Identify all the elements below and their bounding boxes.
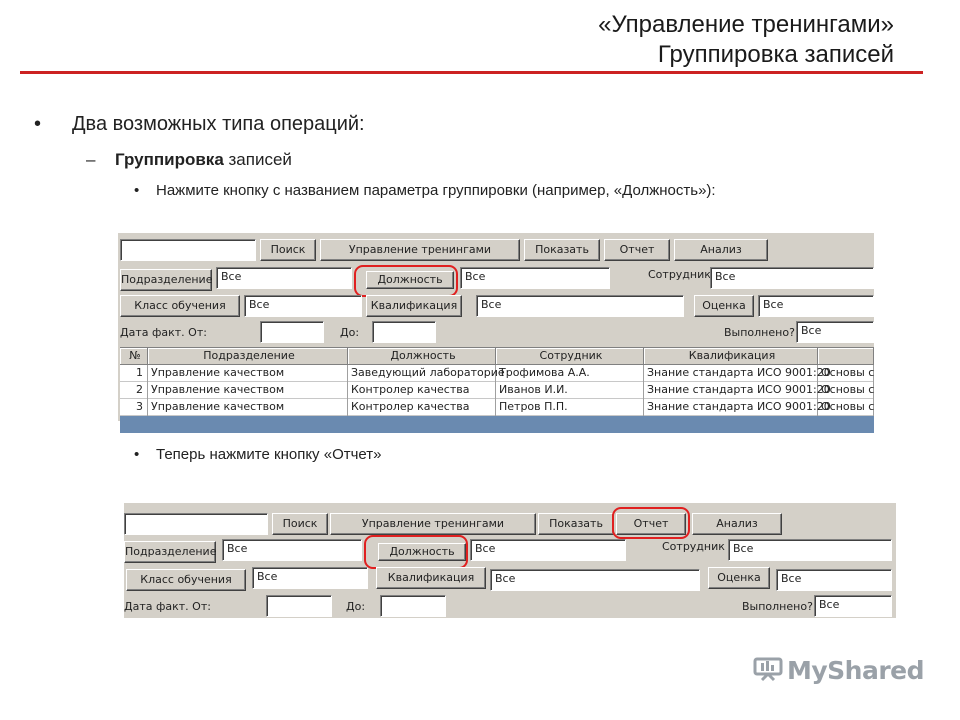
training-class-field[interactable]: Все (244, 295, 362, 317)
tab-training-management[interactable]: Управление тренингами (330, 513, 536, 535)
grid-header-position[interactable]: Должность (348, 348, 496, 365)
table-cell: Основы с (818, 365, 874, 382)
table-cell: Знание стандарта ИСО 9001:20 (644, 382, 831, 399)
slide-title-line2: Группировка записей (657, 41, 894, 68)
analysis-button[interactable]: Анализ (674, 239, 768, 261)
title-divider (20, 71, 923, 74)
qualification-field[interactable]: Все (476, 295, 684, 317)
search-input[interactable] (120, 239, 256, 261)
bullet-mark: • (134, 182, 140, 199)
logo-text: MyShared (786, 656, 925, 685)
position-button[interactable]: Должность (378, 543, 466, 561)
grid-header-number[interactable]: № (120, 348, 148, 365)
employee-label: Сотрудник (648, 268, 711, 281)
grade-button[interactable]: Оценка (708, 567, 770, 589)
date-to-field[interactable] (380, 595, 446, 617)
table-cell: Петров П.П. (496, 399, 644, 416)
table-cell: Управление качеством (148, 382, 348, 399)
table-cell: Контролер качества (348, 382, 496, 399)
training-class-button[interactable]: Класс обучения (126, 569, 246, 591)
search-input[interactable] (124, 513, 268, 535)
completed-label: Выполнено? (724, 326, 795, 339)
qualification-button[interactable]: Квалификация (376, 567, 486, 589)
completed-label: Выполнено? (742, 600, 813, 613)
search-button[interactable]: Поиск (260, 239, 316, 261)
bullet-mark: • (134, 446, 140, 463)
division-button[interactable]: Подразделение (120, 269, 212, 291)
date-from-field[interactable] (266, 595, 332, 617)
bullet-press-report-text: Теперь нажмите кнопку «Отчет» (156, 446, 382, 463)
grid-header-extra[interactable] (818, 348, 874, 365)
training-form-screenshot-2: Поиск Управление тренингами Показать Отч… (124, 503, 896, 618)
date-from-label: Дата факт. От: (120, 326, 207, 339)
table-cell: 2 (120, 382, 148, 399)
grade-field[interactable]: Все (776, 569, 892, 591)
search-button[interactable]: Поиск (272, 513, 328, 535)
grid-header-employee[interactable]: Сотрудник (496, 348, 644, 365)
date-from-field[interactable] (260, 321, 324, 343)
bullet-press-position-text: Нажмите кнопку с названием параметра гру… (156, 182, 716, 199)
employee-label: Сотрудник (662, 540, 725, 553)
table-cell: Управление качеством (148, 365, 348, 382)
position-field[interactable]: Все (470, 539, 626, 561)
table-cell: Заведующий лабораторие (348, 365, 505, 382)
employee-field[interactable]: Все (710, 267, 874, 289)
table-cell: Знание стандарта ИСО 9001:20 (644, 365, 831, 382)
completed-field[interactable]: Все (814, 595, 892, 617)
division-field[interactable]: Все (216, 267, 352, 289)
show-button[interactable]: Показать (524, 239, 600, 261)
date-to-field[interactable] (372, 321, 436, 343)
presentation-board-icon (753, 655, 783, 686)
table-cell: Знание стандарта ИСО 9001:20 (644, 399, 831, 416)
position-field[interactable]: Все (460, 267, 610, 289)
grade-button[interactable]: Оценка (694, 295, 754, 317)
slide-title-line1: «Управление тренингами» (598, 11, 894, 38)
bullet-mark: • (34, 113, 42, 135)
table-cell: Основы с (818, 399, 874, 416)
training-class-field[interactable]: Все (252, 567, 368, 589)
table-cell: Иванов И.И. (496, 382, 644, 399)
table-row[interactable]: 3 Управление качеством Контролер качеств… (120, 399, 874, 416)
highlight-ring-position (364, 535, 468, 569)
table-row[interactable]: 2 Управление качеством Контролер качеств… (120, 382, 874, 399)
dash-mark: – (86, 150, 96, 169)
date-to-label: До: (346, 600, 366, 613)
date-to-label: До: (340, 326, 360, 339)
grid-header-row: № Подразделение Должность Сотрудник Квал… (120, 348, 874, 365)
grade-field[interactable]: Все (758, 295, 874, 317)
highlight-ring-report (612, 507, 690, 539)
report-button[interactable]: Отчет (616, 513, 686, 535)
tab-training-management[interactable]: Управление тренингами (320, 239, 520, 261)
analysis-button[interactable]: Анализ (692, 513, 782, 535)
division-button[interactable]: Подразделение (124, 541, 216, 563)
myshared-logo: MyShared (753, 655, 925, 686)
table-cell: Основы с (818, 382, 874, 399)
date-from-label: Дата факт. От: (124, 600, 211, 613)
table-cell: Трофимова А.А. (496, 365, 644, 382)
position-button[interactable]: Должность (366, 271, 454, 289)
division-field[interactable]: Все (222, 539, 362, 561)
grid-header-division[interactable]: Подразделение (148, 348, 348, 365)
show-button[interactable]: Показать (538, 513, 614, 535)
highlight-ring-position (354, 265, 458, 297)
table-row-selected[interactable] (120, 416, 874, 433)
training-form-screenshot-1: Поиск Управление тренингами Показать Отч… (118, 233, 874, 433)
training-class-button[interactable]: Класс обучения (120, 295, 240, 317)
table-cell: 3 (120, 399, 148, 416)
grid-header-qualification[interactable]: Квалификация (644, 348, 818, 365)
qualification-button[interactable]: Квалификация (366, 295, 462, 317)
completed-field[interactable]: Все (796, 321, 874, 343)
employee-field[interactable]: Все (728, 539, 892, 561)
table-cell: Управление качеством (148, 399, 348, 416)
bullet-operations-text: Два возможных типа операций: (72, 113, 365, 135)
report-button[interactable]: Отчет (604, 239, 670, 261)
table-row[interactable]: 1 Управление качеством Заведующий лабора… (120, 365, 874, 382)
bullet-grouping-bold: Группировка (115, 150, 224, 169)
table-cell: Контролер качества (348, 399, 496, 416)
table-cell: 1 (120, 365, 148, 382)
records-grid: № Подразделение Должность Сотрудник Квал… (120, 347, 874, 433)
slide-title: «Управление тренингами» Группировка запи… (598, 10, 894, 70)
qualification-field[interactable]: Все (490, 569, 700, 591)
bullet-grouping-rest: записей (223, 150, 292, 169)
